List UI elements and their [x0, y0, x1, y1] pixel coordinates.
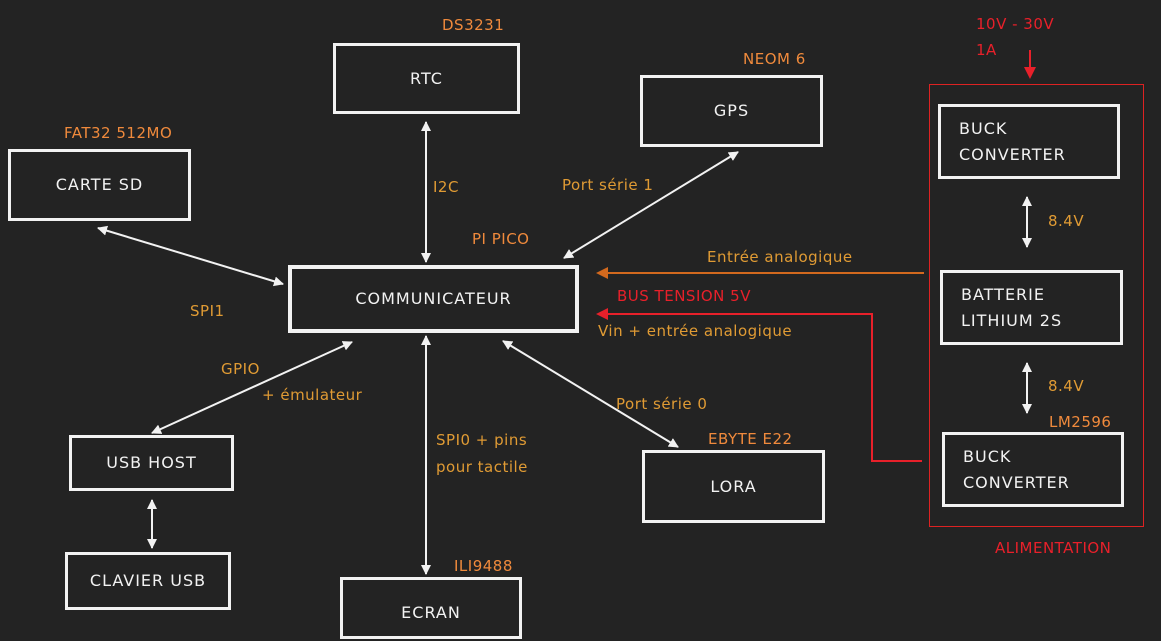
- bus-5v-label: BUS TENSION 5V: [617, 287, 751, 305]
- usb-keyboard-block[interactable]: CLAVIER USB: [65, 552, 231, 610]
- lora-chip-label: EBYTE E22: [708, 430, 793, 448]
- sd-bus-label: SPI1: [190, 302, 225, 320]
- power-section-label: ALIMENTATION: [995, 539, 1112, 557]
- link-gps-main: [563, 151, 739, 259]
- link-lora-main: [502, 340, 679, 448]
- link-usb-main: [151, 341, 353, 434]
- vin-analog-label: Vin + entrée analogique: [598, 322, 793, 340]
- rtc-bus-label: I2C: [433, 178, 459, 196]
- voltage-top-label: 8.4V: [1048, 212, 1085, 230]
- communicator-block[interactable]: COMMUNICATEUR: [288, 265, 579, 333]
- analog-input-label: Entrée analogique: [707, 248, 853, 266]
- sd-card-block[interactable]: CARTE SD: [8, 149, 191, 221]
- gps-bus-label: Port série 1: [562, 176, 654, 194]
- usb-bus-label-gpio: GPIO: [221, 360, 260, 378]
- rtc-block[interactable]: RTC: [333, 43, 520, 114]
- power-section-frame: [929, 84, 1144, 527]
- screen-chip-label: ILI9488: [454, 557, 513, 575]
- rtc-chip-label: DS3231: [442, 16, 505, 34]
- lora-block[interactable]: LORA: [642, 450, 825, 523]
- sd-chip-label: FAT32 512MO: [64, 124, 173, 142]
- main-chip-label: PI PICO: [472, 230, 530, 248]
- battery-block[interactable]: BATTERIE LITHIUM 2S: [940, 270, 1123, 345]
- usb-bus-label-emulator: + émulateur: [262, 386, 363, 404]
- input-current-label: 1A: [976, 41, 997, 59]
- lora-bus-label: Port série 0: [616, 395, 708, 413]
- gps-chip-label: NEOM 6: [743, 50, 806, 68]
- bus-5v-wire: [596, 308, 922, 462]
- gps-block[interactable]: GPS: [640, 75, 823, 147]
- buck-converter-bottom-block[interactable]: BUCK CONVERTER: [942, 432, 1124, 507]
- link-sd-main: [97, 225, 284, 287]
- screen-bus-label: SPI0 + pins pour tactile: [436, 431, 528, 476]
- voltage-bottom-label: 8.4V: [1048, 377, 1085, 395]
- usb-host-block[interactable]: USB HOST: [69, 435, 234, 491]
- screen-block[interactable]: ECRAN: [340, 577, 522, 639]
- buck-converter-top-block[interactable]: BUCK CONVERTER: [938, 104, 1120, 179]
- input-voltage-label: 10V - 30V: [976, 15, 1055, 33]
- buck-bottom-chip-label: LM2596: [1049, 413, 1112, 431]
